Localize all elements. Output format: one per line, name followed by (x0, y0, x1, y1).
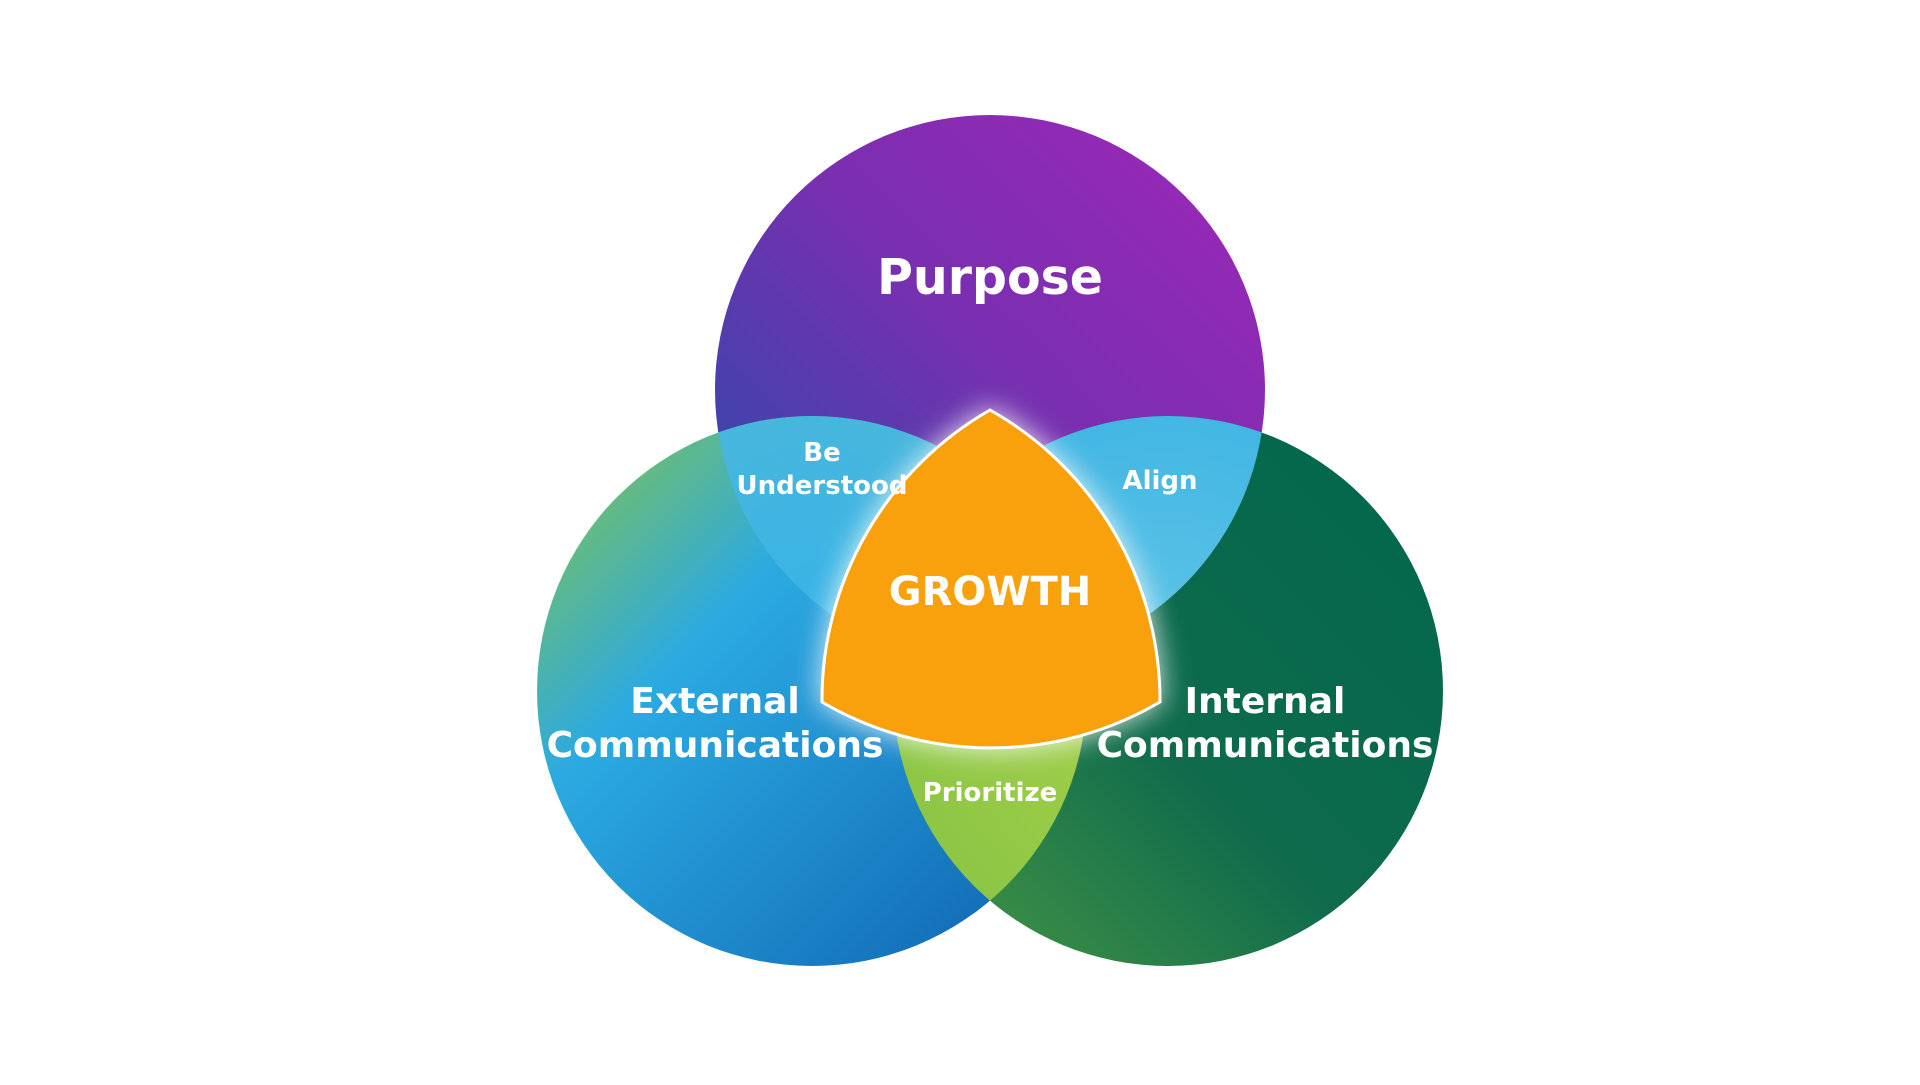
align-label: Align (1122, 466, 1197, 496)
growth-label: GROWTH (889, 569, 1092, 615)
external-communications-label-line1: External (630, 681, 799, 722)
external-communications-label-line2: Communications (547, 725, 884, 766)
prioritize-label: Prioritize (923, 778, 1058, 808)
purpose-label: Purpose (877, 249, 1103, 306)
internal-communications-label-line2: Communications (1097, 725, 1434, 766)
be-understood-label-line1: Be (803, 438, 840, 468)
growth-center-region (820, 408, 1162, 750)
internal-communications-label-line1: Internal (1185, 681, 1346, 722)
be-understood-label-line2: Understood (737, 471, 908, 501)
